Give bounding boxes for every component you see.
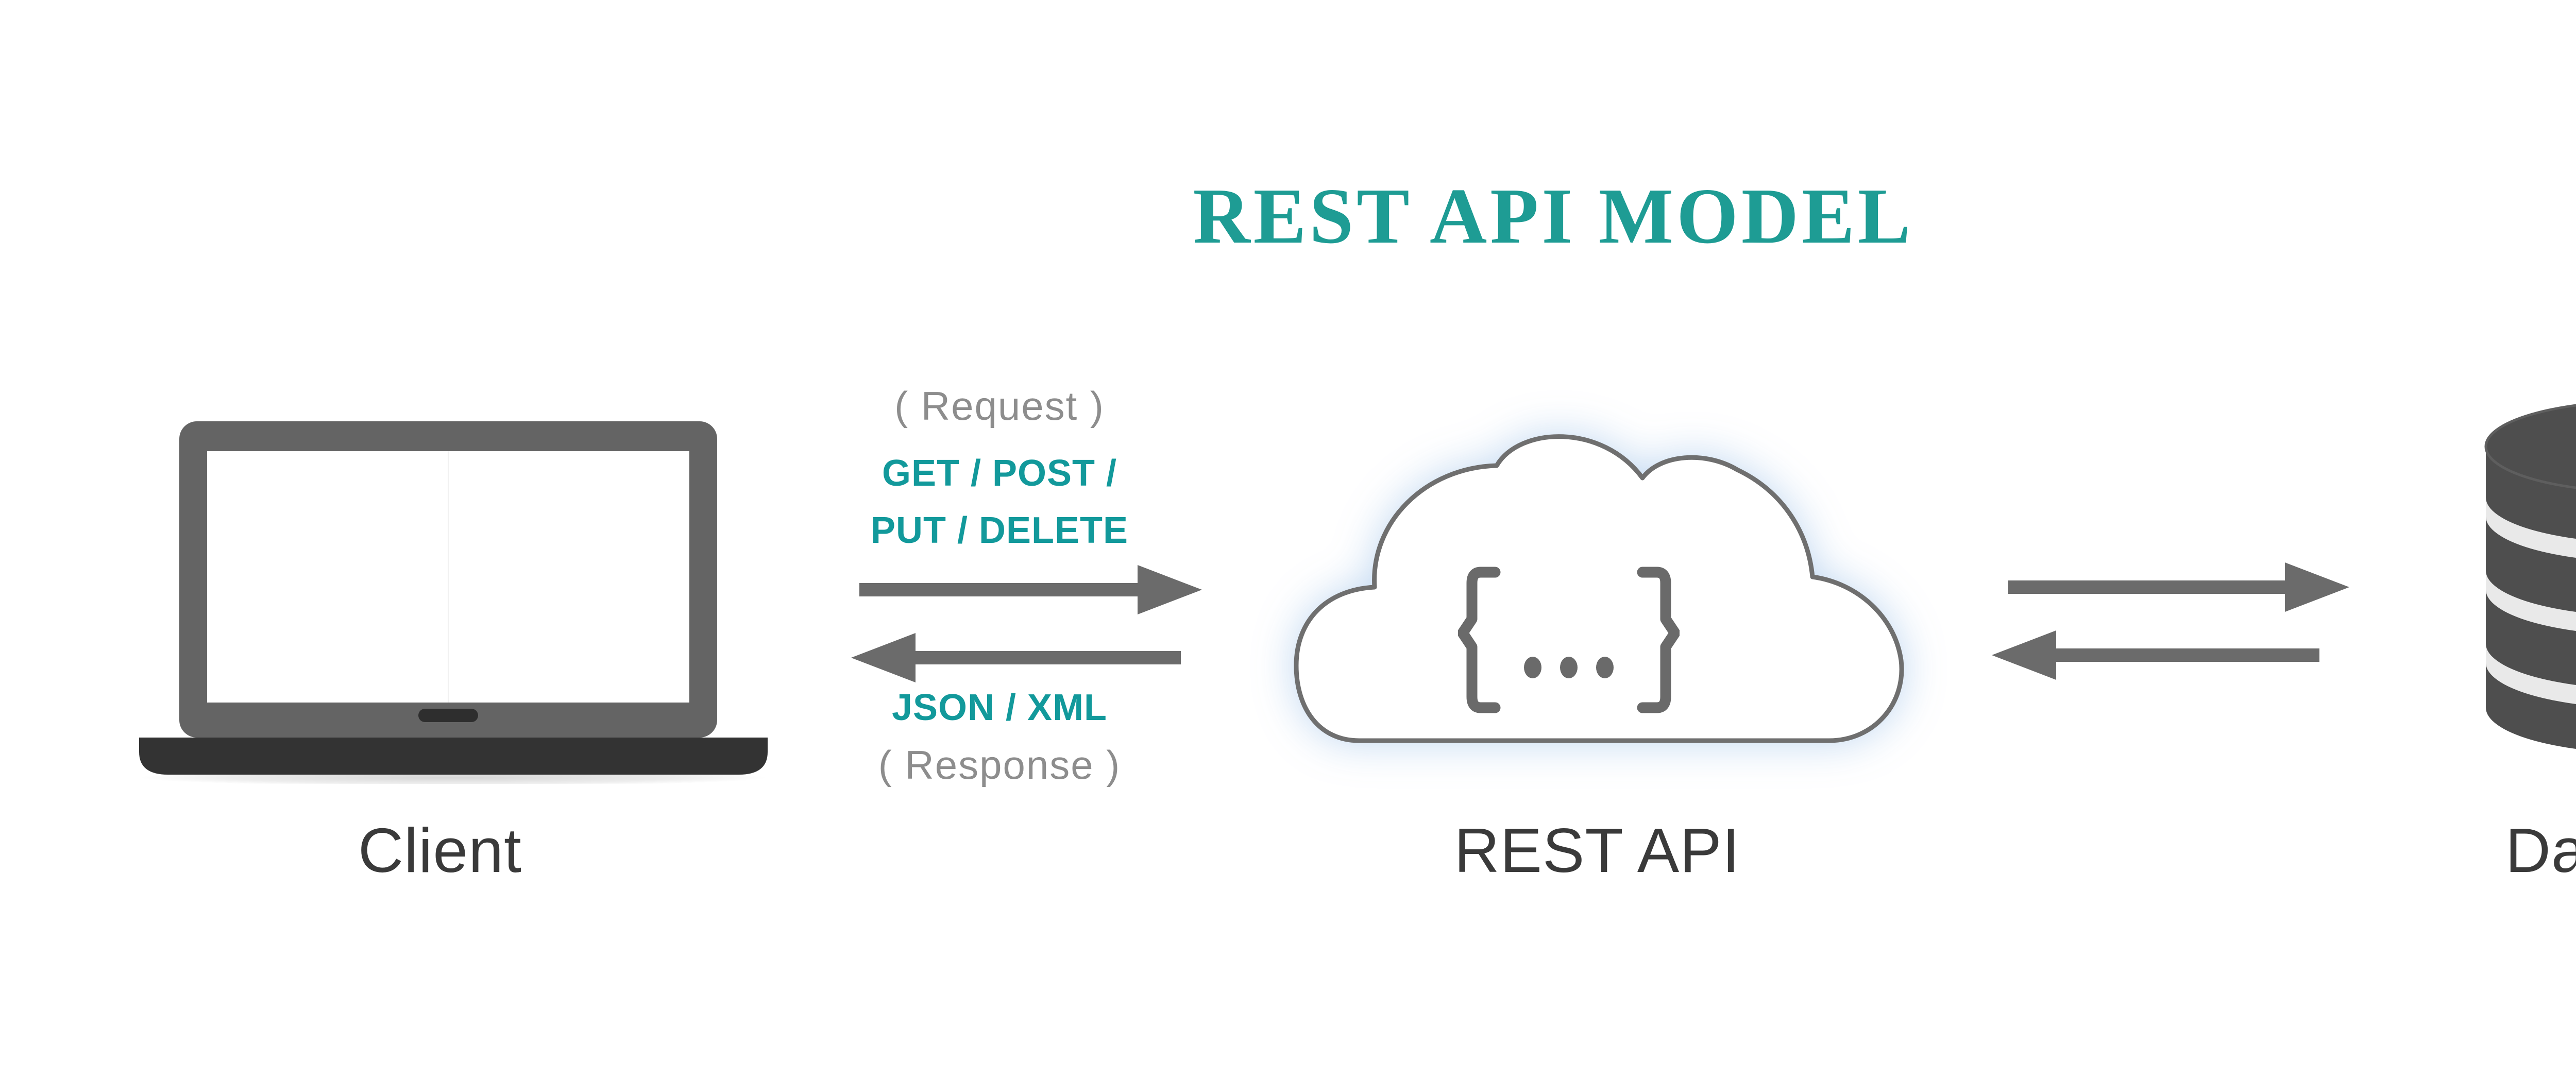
database-to-api-arrow-icon xyxy=(1992,630,2319,680)
response-caption: ( Response ) xyxy=(878,742,1121,788)
laptop-base xyxy=(139,738,768,775)
response-formats: JSON / XML xyxy=(891,687,1108,728)
cloud-outline xyxy=(1294,434,1904,743)
request-methods-line2: PUT / DELETE xyxy=(870,510,1129,551)
code-braces-icon xyxy=(1458,567,1680,713)
api-to-database-arrow-icon xyxy=(2008,562,2349,612)
request-caption: ( Request ) xyxy=(894,383,1105,429)
api-label: REST API xyxy=(1454,815,1740,885)
request-methods-line1: GET / POST / xyxy=(882,453,1117,494)
request-arrow-icon xyxy=(859,565,1202,614)
client-label: Client xyxy=(358,815,522,885)
database-label: Database xyxy=(2505,815,2576,885)
database-top-face xyxy=(2484,404,2576,489)
diagram-title: REST API MODEL xyxy=(1193,173,1914,261)
laptop-notch xyxy=(418,709,478,722)
database-icon xyxy=(2484,404,2576,749)
response-arrow-icon xyxy=(851,633,1181,682)
cloud-braces-icon xyxy=(1294,434,1904,743)
laptop-icon xyxy=(139,421,768,784)
laptop-screen-seam xyxy=(448,451,449,703)
